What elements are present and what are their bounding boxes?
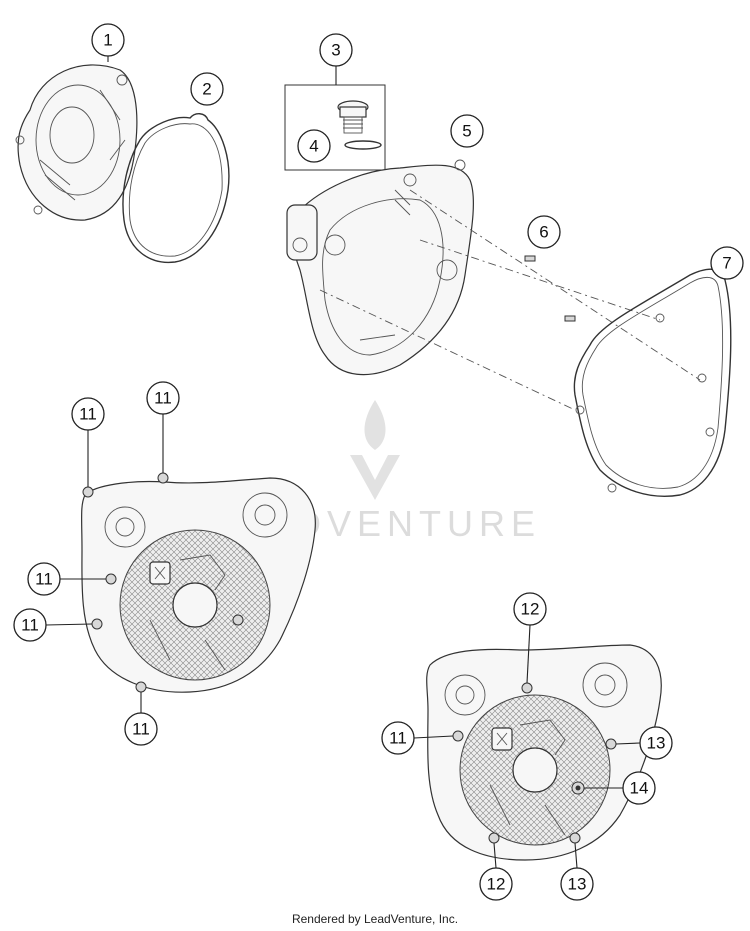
part-1-outer-cover (15, 64, 138, 221)
callout-12: 12 (479, 867, 513, 901)
svg-text:12: 12 (521, 600, 540, 619)
callout-6: 6 (527, 215, 561, 249)
part-2-cover-gasket (122, 113, 230, 264)
part-5-clutch-cover (286, 159, 474, 376)
callout-14: 14 (622, 771, 656, 805)
svg-text:1: 1 (103, 31, 112, 50)
svg-text:11: 11 (35, 570, 53, 589)
leader-lines (45, 56, 641, 869)
callout-3: 3 (319, 33, 353, 67)
callout-11: 11 (381, 721, 415, 755)
callout-13: 13 (560, 867, 594, 901)
callout-5: 5 (450, 114, 484, 148)
part-3-plug-screw (337, 100, 369, 134)
part-4-o-ring (344, 140, 382, 150)
assembly-right-cover (426, 644, 662, 861)
callout-7: 7 (710, 246, 744, 280)
part-3-4-group-box (284, 84, 386, 171)
callout-11: 11 (27, 562, 61, 596)
part-6-dowel-pins (319, 189, 701, 411)
callout-11: 11 (13, 608, 47, 642)
callout-11: 11 (71, 397, 105, 431)
svg-text:13: 13 (647, 734, 666, 753)
svg-text:11: 11 (154, 389, 172, 408)
callout-4: 4 (297, 129, 331, 163)
watermark-flame-icon (350, 400, 400, 500)
svg-text:4: 4 (309, 137, 318, 156)
callout-13: 13 (639, 726, 673, 760)
footer-credit: Rendered by LeadVenture, Inc. (291, 912, 459, 926)
svg-text:7: 7 (722, 254, 731, 273)
svg-text:11: 11 (21, 616, 39, 635)
svg-text:13: 13 (568, 875, 587, 894)
svg-text:11: 11 (389, 729, 407, 748)
callout-11: 11 (124, 712, 158, 746)
svg-text:2: 2 (202, 80, 211, 99)
svg-text:11: 11 (132, 720, 150, 739)
callout-1: 1 (91, 23, 125, 57)
callout-2: 2 (190, 72, 224, 106)
svg-text:14: 14 (630, 779, 649, 798)
svg-text:12: 12 (487, 875, 506, 894)
assembly-left-cover (81, 472, 316, 693)
svg-text:11: 11 (79, 405, 97, 424)
callout-11: 11 (146, 381, 180, 415)
svg-text:6: 6 (539, 223, 548, 242)
callout-12: 12 (513, 592, 547, 626)
svg-text:5: 5 (462, 122, 471, 141)
svg-text:3: 3 (331, 41, 340, 60)
